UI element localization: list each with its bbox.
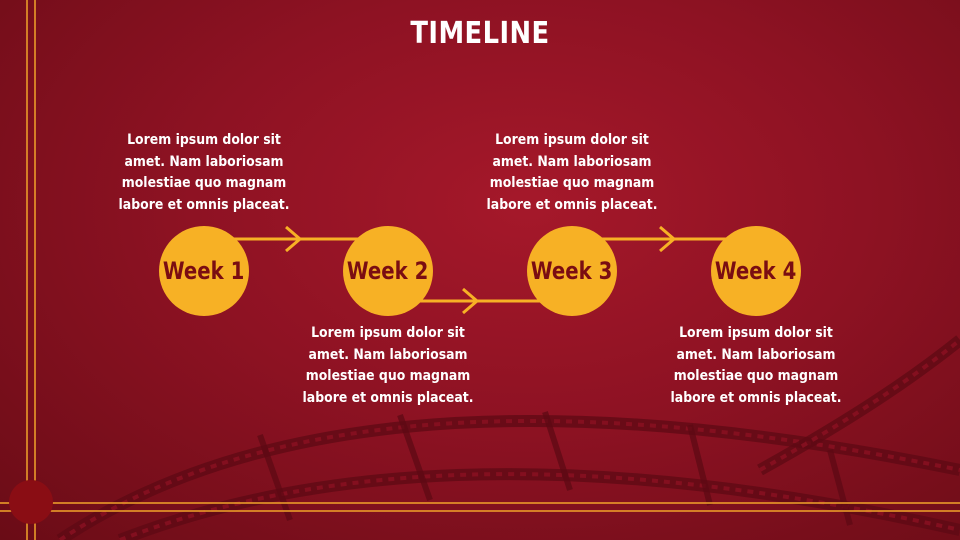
timeline-node-week-4: Week 4 (711, 226, 801, 316)
timeline-description-week-4: Lorem ipsum dolor sit amet. Nam laborios… (670, 325, 842, 406)
timeline-description-week-3: Lorem ipsum dolor sit amet. Nam laborios… (486, 132, 658, 213)
chevron-right-icon (462, 287, 480, 315)
chevron-right-icon (285, 225, 303, 253)
timeline-description-week-1: Lorem ipsum dolor sit amet. Nam laborios… (118, 132, 290, 213)
timeline-node-week-3: Week 3 (527, 226, 617, 316)
timeline-description-week-2: Lorem ipsum dolor sit amet. Nam laborios… (302, 325, 474, 406)
timeline-node-week-2: Week 2 (343, 226, 433, 316)
timeline-node-label: Week 2 (347, 257, 429, 285)
chevron-right-icon (659, 225, 677, 253)
timeline-node-label: Week 1 (163, 257, 245, 285)
slide-title: TIMELINE (410, 16, 550, 51)
timeline-node-week-1: Week 1 (159, 226, 249, 316)
timeline-node-label: Week 4 (715, 257, 797, 285)
timeline-node-label: Week 3 (531, 257, 613, 285)
